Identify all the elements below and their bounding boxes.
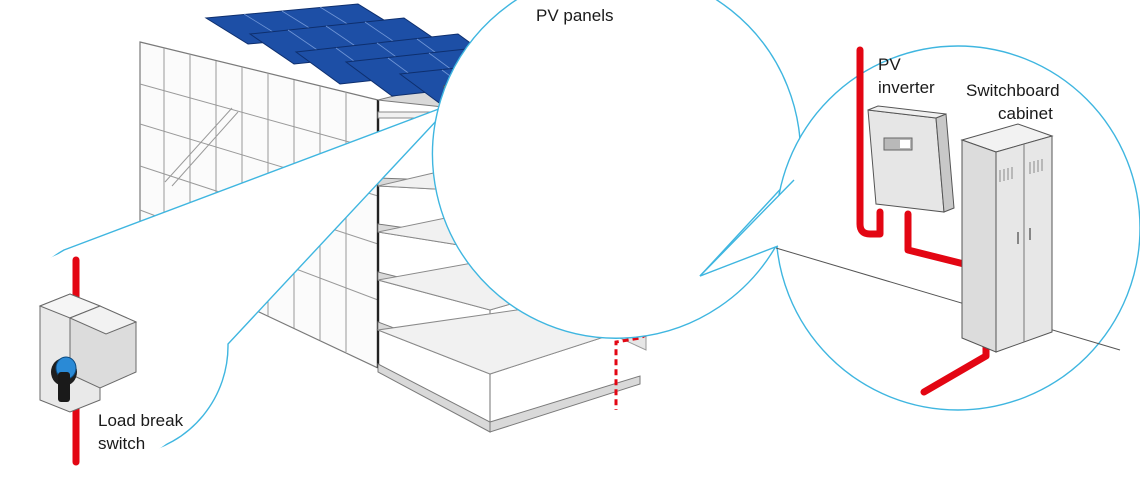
load-break-switch-callout: Load break switch	[0, 103, 453, 466]
pv-inverter-label-line2: inverter	[878, 78, 935, 97]
inverter-switchboard-callout: PV inverter Switchboard cabinet	[431, 0, 1140, 411]
pv-panels-label: PV panels	[536, 6, 614, 25]
switchboard-cabinet-label: Switchboard	[966, 81, 1060, 100]
load-break-switch-label: Load break	[98, 411, 184, 430]
switchboard-cabinet-device	[960, 123, 1054, 353]
load-break-switch-label-line2: switch	[98, 434, 145, 453]
switchboard-cabinet-label-line2: cabinet	[998, 104, 1053, 123]
pv-inverter-device	[867, 105, 955, 213]
pv-inverter-label: PV	[878, 55, 901, 74]
load-break-switch-device	[38, 293, 138, 413]
